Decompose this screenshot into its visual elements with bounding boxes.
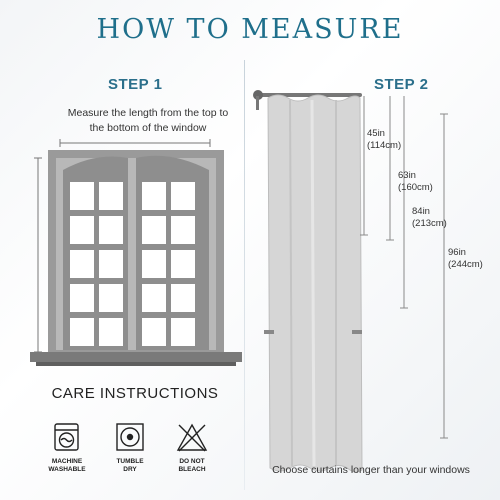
step1-measure-bracket (34, 139, 211, 353)
tumble-dry-icon (116, 423, 144, 451)
measurement-inches: 96in (448, 247, 466, 258)
care-label-line1: TUMBLE (116, 458, 144, 465)
window-pane (99, 216, 123, 244)
window-pane (70, 250, 94, 278)
page-title: HOW TO MEASURE (96, 14, 404, 45)
window-pane (171, 216, 195, 244)
curtain (264, 94, 363, 473)
step1-label: STEP 1 (108, 76, 163, 93)
care-instructions-title: CARE INSTRUCTIONS (51, 385, 219, 402)
care-label-do-not-bleach: DO NOT BLEACH (167, 458, 217, 474)
measurement-inches: 63in (398, 170, 416, 181)
window-pane (99, 318, 123, 346)
step1-description: Measure the length from the top to the b… (48, 106, 248, 136)
window (30, 150, 242, 366)
care-label-line2: DRY (123, 466, 137, 473)
window-pane (99, 182, 123, 210)
measurement-cm: (244cm) (448, 259, 483, 270)
measurement-cm: (213cm) (412, 218, 447, 229)
window-pane (171, 182, 195, 210)
window-pane (171, 318, 195, 346)
step2-footer-text: Choose curtains longer than your windows (272, 464, 470, 476)
step-divider (244, 60, 245, 490)
window-pane (70, 182, 94, 210)
window-pane (142, 318, 166, 346)
step1-description-line1: Measure the length from the top to (67, 107, 229, 119)
window-pane (142, 284, 166, 312)
window-pane (99, 250, 123, 278)
measurement-inches: 45in (367, 128, 385, 139)
step1-description-line2: the bottom of the window (89, 122, 207, 134)
window-pane (142, 216, 166, 244)
measurement-45in: 45in (114cm) (367, 128, 401, 152)
window-pane (70, 318, 94, 346)
machine-washable-icon (54, 423, 79, 451)
care-label-line2: WASHABLE (48, 466, 86, 473)
window-pane (70, 216, 94, 244)
measurement-63in: 63in (160cm) (398, 170, 433, 194)
window-pane (171, 284, 195, 312)
care-label-line1: DO NOT (179, 458, 205, 465)
care-label-line1: MACHINE (51, 458, 83, 465)
do-not-bleach-icon (176, 423, 208, 452)
care-label-line2: BLEACH (178, 466, 206, 473)
step2-measure-lines (360, 96, 448, 439)
measurement-inches: 84in (412, 206, 430, 217)
care-label-tumble-dry: TUMBLE DRY (105, 458, 155, 474)
care-label-machine-washable: MACHINE WASHABLE (42, 458, 92, 474)
step2-label: STEP 2 (374, 76, 429, 93)
window-pane (99, 284, 123, 312)
window-pane (142, 182, 166, 210)
window-pane (171, 250, 195, 278)
measurement-84in: 84in (213cm) (412, 206, 447, 230)
window-pane (142, 250, 166, 278)
measurement-cm: (114cm) (367, 140, 402, 151)
window-pane (70, 284, 94, 312)
measurement-96in: 96in (244cm) (448, 247, 483, 271)
measurement-cm: (160cm) (398, 182, 433, 193)
